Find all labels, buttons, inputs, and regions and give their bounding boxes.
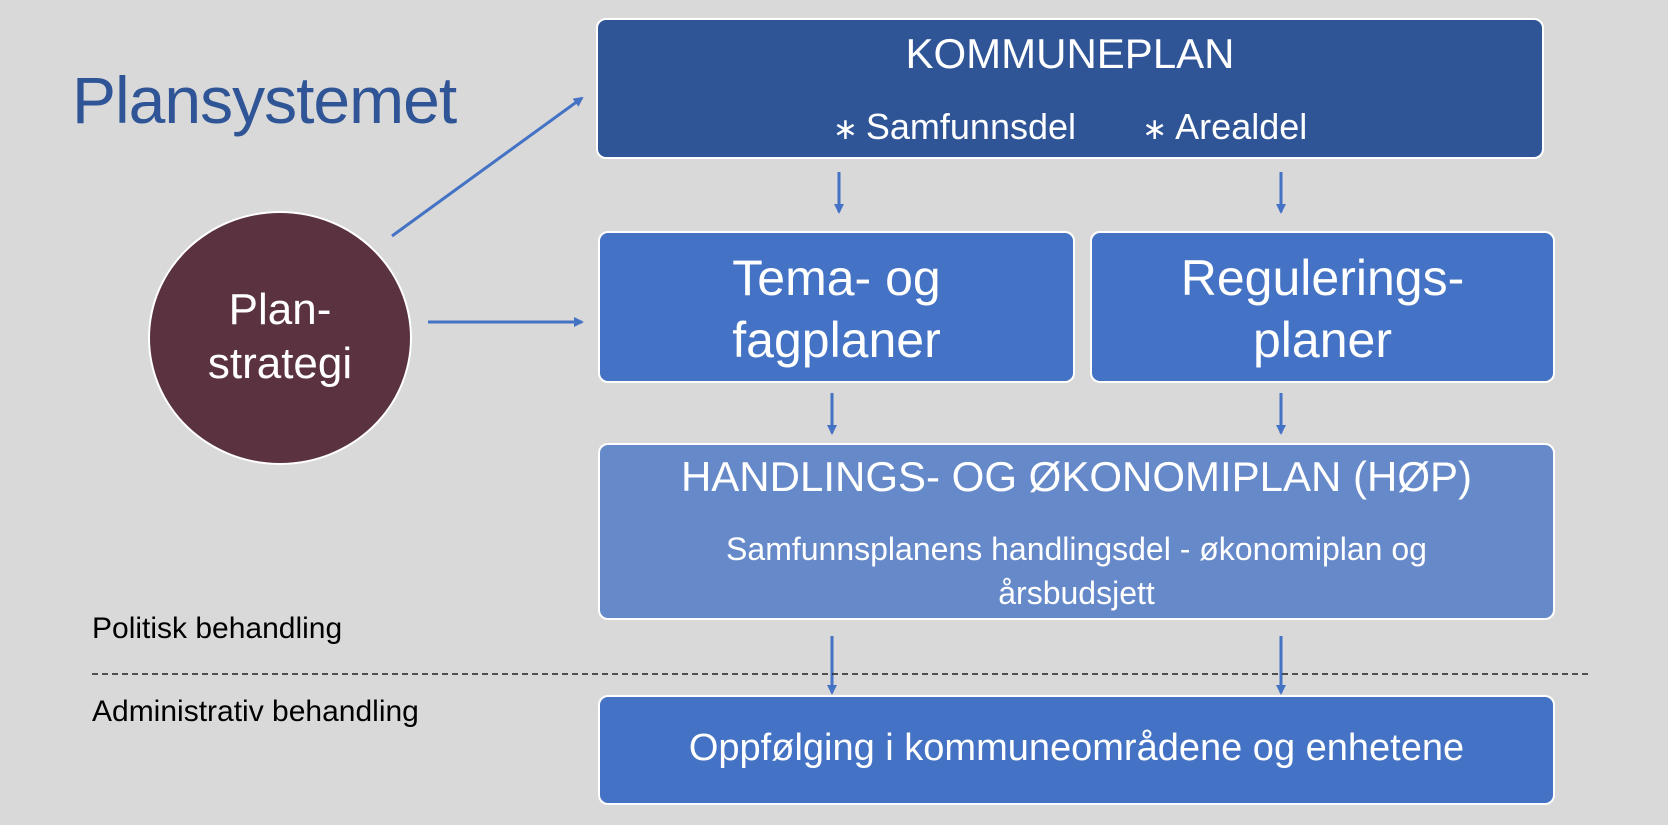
hop-subtitle-line-1: Samfunnsplanens handlingsdel - økonomipl…	[726, 531, 1427, 567]
kommuneplan-part-samfunnsdel: ∗Samfunnsdel	[833, 106, 1076, 148]
planstrategi-text: Plan- strategi	[150, 283, 410, 391]
tema-fagplaner-box: Tema- og fagplaner	[598, 231, 1075, 383]
hop-box: HANDLINGS- OG ØKONOMIPLAN (HØP) Samfunns…	[598, 443, 1555, 620]
hop-subtitle: Samfunnsplanens handlingsdel - økonomipl…	[640, 527, 1513, 615]
asterisk-icon: ∗	[832, 113, 858, 146]
kommuneplan-box: KOMMUNEPLAN ∗Samfunnsdel ∗Arealdel	[596, 18, 1544, 159]
arrow-planstrategi-to-kommuneplan	[391, 96, 584, 238]
planstrategi-line-2: strategi	[207, 339, 353, 388]
asterisk-icon: ∗	[1142, 113, 1168, 146]
hop-subtitle-line-2: årsbudsjett	[998, 575, 1155, 611]
reguleringsplaner-box: Regulerings- planer	[1090, 231, 1555, 383]
reguleringsplaner-text: Regulerings- planer	[1092, 247, 1553, 371]
tema-line-2: fagplaner	[732, 312, 941, 368]
kommuneplan-title: KOMMUNEPLAN	[905, 30, 1235, 77]
page-title: Plansystemet	[72, 63, 457, 137]
administrativ-behandling-label: Administrativ behandling	[92, 695, 419, 728]
regulering-line-1: Regulerings-	[1180, 250, 1465, 306]
planstrategi-circle: Plan- strategi	[148, 211, 412, 465]
part-label: Arealdel	[1175, 106, 1308, 147]
oppfolging-box: Oppfølging i kommuneområdene og enhetene	[598, 695, 1555, 805]
kommuneplan-parts: ∗Samfunnsdel ∗Arealdel	[598, 106, 1542, 148]
regulering-line-2: planer	[1253, 312, 1392, 368]
hop-title: HANDLINGS- OG ØKONOMIPLAN (HØP)	[680, 453, 1473, 500]
part-label: Samfunnsdel	[865, 106, 1077, 147]
planstrategi-line-1: Plan-	[228, 285, 332, 334]
tema-fagplaner-text: Tema- og fagplaner	[600, 247, 1073, 371]
oppfolging-text: Oppfølging i kommuneområdene og enhetene	[688, 727, 1465, 769]
tema-line-1: Tema- og	[732, 250, 941, 306]
kommuneplan-part-arealdel: ∗Arealdel	[1142, 106, 1307, 148]
politisk-behandling-label: Politisk behandling	[92, 612, 343, 645]
